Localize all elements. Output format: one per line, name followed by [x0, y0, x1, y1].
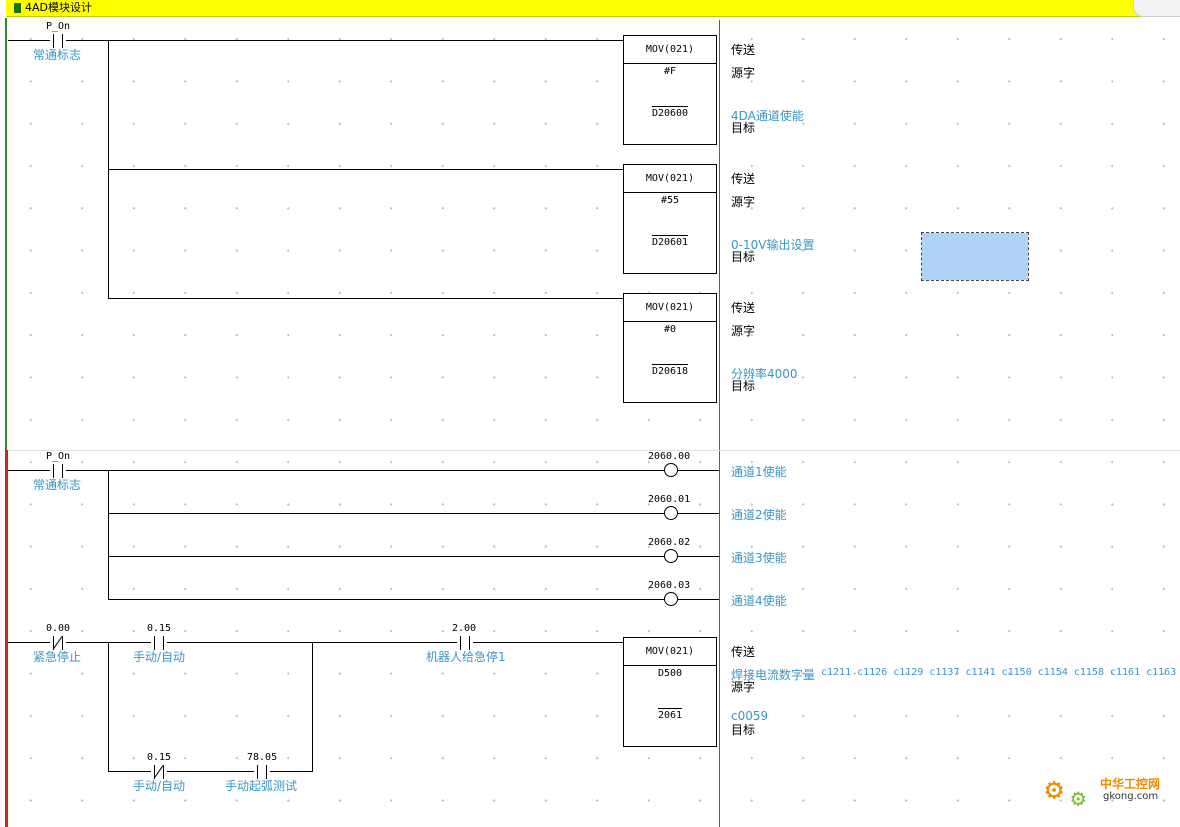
branch-wire [108, 169, 623, 170]
dest-comment: c0059 [731, 709, 769, 723]
source-operand: #55 [660, 195, 680, 206]
no-contact[interactable] [50, 464, 66, 478]
cross-references: c1211 c1126 c1129 c1137 c1141 c1150 c115… [821, 667, 1177, 678]
watermark-line2: gkong.com [1103, 791, 1159, 802]
contact-comment: 手动/自动 [133, 779, 186, 793]
dest-operand: D20618 [651, 364, 689, 377]
contact-comment: 手动/自动 [133, 650, 186, 664]
contact-comment: 手动起弧测试 [225, 779, 298, 793]
contact-comment: 常通标志 [33, 478, 82, 492]
contact-operand: 2.00 [452, 623, 477, 634]
operation-label: 传送 [731, 43, 756, 57]
rung-wire [8, 40, 623, 41]
branch-wire [108, 556, 719, 557]
contact-operand: P_On [46, 451, 71, 462]
branch-wire [108, 642, 109, 771]
source-comment: 焊接电流数字量 [731, 668, 816, 682]
source-operand: #0 [663, 324, 677, 335]
no-contact[interactable] [50, 34, 66, 48]
coil-comment: 通道3使能 [731, 551, 787, 565]
operation-label: 传送 [731, 645, 756, 659]
coil-comment: 通道4使能 [731, 594, 787, 608]
left-power-rail-active [5, 450, 8, 827]
left-power-rail-idle [5, 18, 7, 450]
contact-operand: 78.05 [247, 752, 278, 763]
dest-label: 目标 [731, 379, 756, 393]
selection-highlight[interactable] [921, 232, 1029, 281]
watermark-logo: ⚙ ⚙ 中华工控网 gkong.com [1045, 773, 1177, 819]
source-label: 源字 [731, 324, 756, 338]
source-operand: D500 [657, 668, 683, 679]
nc-contact[interactable] [50, 636, 66, 650]
dest-label: 目标 [731, 723, 756, 737]
no-contact[interactable] [457, 636, 473, 650]
source-label: 源字 [731, 680, 756, 694]
rung-separator [8, 450, 1180, 451]
section-marker-icon [14, 3, 21, 13]
branch-wire [108, 513, 719, 514]
dest-label: 目标 [731, 250, 756, 264]
no-contact[interactable] [254, 765, 270, 779]
coil-comment: 通道2使能 [731, 508, 787, 522]
rung-wire [8, 470, 719, 471]
contact-comment: 紧急停止 [33, 650, 82, 664]
branch-wire [108, 599, 719, 600]
dest-label: 目标 [731, 121, 756, 135]
instruction-name: MOV(021) [624, 165, 716, 193]
right-bus-line [719, 20, 720, 827]
rung-wire [8, 642, 623, 643]
output-coil[interactable] [664, 592, 678, 606]
instruction-name: MOV(021) [624, 638, 716, 666]
nc-contact[interactable] [151, 765, 167, 779]
mov-instruction[interactable]: MOV(021) #55 D20601 [623, 164, 717, 274]
mov-instruction[interactable]: MOV(021) D500 2061 [623, 637, 717, 747]
gear-icon: ⚙ [1071, 784, 1086, 812]
mov-instruction[interactable]: MOV(021) #F D20600 [623, 35, 717, 145]
instruction-name: MOV(021) [624, 294, 716, 322]
branch-wire [108, 298, 623, 299]
dest-operand: 2061 [657, 708, 683, 721]
watermark-line1: 中华工控网 [1100, 777, 1161, 791]
dest-comment: 0-10V输出设置 [731, 238, 815, 252]
coil-address: 2060.00 [648, 451, 691, 462]
coil-comment: 通道1使能 [731, 465, 787, 479]
contact-operand: 0.15 [147, 752, 172, 763]
coil-address: 2060.02 [648, 537, 691, 548]
branch-wire [108, 771, 313, 772]
branch-wire [312, 642, 313, 771]
output-coil[interactable] [664, 506, 678, 520]
contact-comment: 常通标志 [33, 48, 82, 62]
scroll-corner [1133, 0, 1180, 17]
output-coil[interactable] [664, 463, 678, 477]
dest-operand: D20600 [651, 106, 689, 119]
source-label: 源字 [731, 66, 756, 80]
mov-instruction[interactable]: MOV(021) #0 D20618 [623, 293, 717, 403]
output-coil[interactable] [664, 549, 678, 563]
no-contact[interactable] [151, 636, 167, 650]
coil-address: 2060.03 [648, 580, 691, 591]
source-operand: #F [663, 66, 677, 77]
dest-operand: D20601 [651, 235, 689, 248]
coil-address: 2060.01 [648, 494, 691, 505]
contact-operand: 0.15 [147, 623, 172, 634]
contact-operand: 0.00 [46, 623, 71, 634]
operation-label: 传送 [731, 172, 756, 186]
source-label: 源字 [731, 195, 756, 209]
section-title: 4AD模块设计 [25, 1, 92, 14]
operation-label: 传送 [731, 301, 756, 315]
dest-comment: 4DA通道使能 [731, 109, 804, 123]
dest-comment: 分辨率4000 [731, 367, 798, 381]
contact-operand: P_On [46, 21, 71, 32]
section-header[interactable]: 4AD模块设计 [6, 0, 1180, 17]
contact-comment: 机器人给急停1 [426, 650, 506, 664]
gear-icon: ⚙ [1045, 772, 1064, 807]
branch-wire [108, 470, 109, 599]
instruction-name: MOV(021) [624, 36, 716, 64]
